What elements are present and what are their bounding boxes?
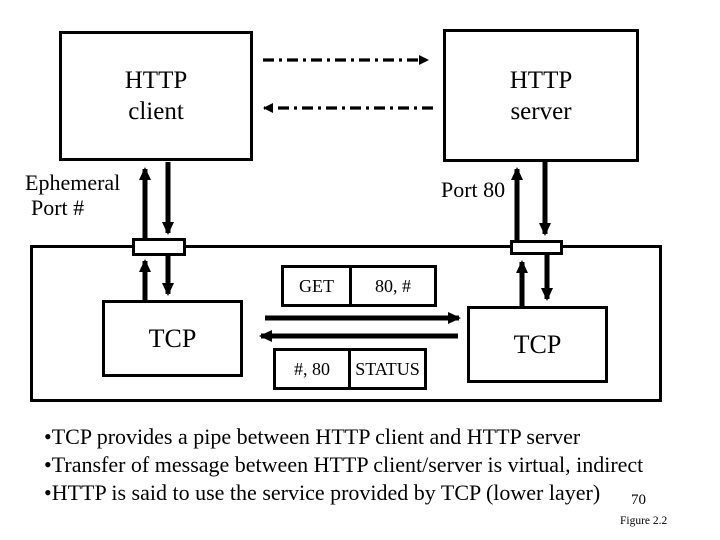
tcp-client-label: TCP (148, 323, 197, 353)
request-method-cell: GET (299, 275, 334, 296)
http-client-box: HTTP client (59, 31, 253, 161)
ephemeral-port-label: Ephemeral Port # (25, 170, 120, 220)
http-client-label: HTTP client (125, 65, 188, 127)
page-number: 70 (631, 492, 646, 508)
http-server-label-line1: HTTP (509, 66, 573, 94)
http-server-label-line2: server (510, 97, 572, 125)
ephemeral-port-label-line2: Port # (31, 195, 85, 220)
request-address-cell: 80, # (349, 268, 434, 304)
note-bullet-2: •Transfer of message between HTTP client… (44, 452, 644, 477)
port-80-label: Port 80 (441, 177, 506, 202)
tcp-pipe-outer-box (30, 245, 662, 402)
response-address-cell: #, 80 (294, 358, 330, 379)
response-status-cell: STATUS (348, 351, 424, 387)
ephemeral-port-label-line1: Ephemeral (25, 170, 121, 195)
tcp-server-label: TCP (513, 329, 562, 359)
http-client-label-line1: HTTP (124, 67, 188, 94)
server-port-box (510, 240, 563, 255)
note-bullet-3: •HTTP is said to use the service provide… (44, 480, 601, 505)
http-client-label-line2: client (128, 98, 184, 125)
figure-caption: Figure 2.2 (620, 515, 668, 527)
notes-list: •TCP provides a pipe between HTTP client… (44, 423, 716, 507)
request-message-box: GET 80, # (281, 265, 437, 307)
response-message-box: #, 80 STATUS (273, 348, 427, 390)
http-server-label: HTTP server (510, 65, 573, 127)
tcp-server-box: TCP (467, 306, 608, 383)
client-port-box (132, 238, 186, 256)
http-server-box: HTTP server (443, 29, 639, 162)
tcp-client-box: TCP (102, 300, 243, 377)
note-bullet-1: •TCP provides a pipe between HTTP client… (44, 424, 581, 449)
